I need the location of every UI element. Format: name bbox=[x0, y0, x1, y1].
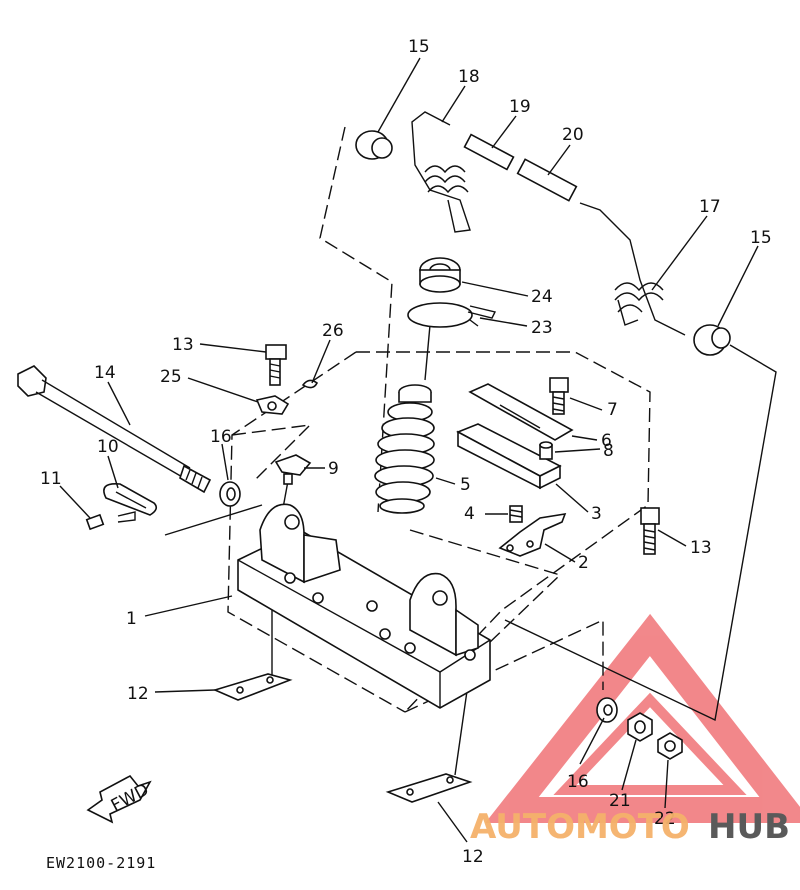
washer-part-16-right bbox=[596, 697, 618, 723]
callout-15-right: 15 bbox=[750, 228, 772, 248]
callout-21: 21 bbox=[609, 791, 631, 811]
callout-10: 10 bbox=[97, 437, 119, 457]
callout-14: 14 bbox=[94, 363, 116, 383]
callout-5: 5 bbox=[460, 475, 471, 495]
callout-6: 6 bbox=[601, 431, 612, 451]
bolt-part-13-right bbox=[640, 507, 660, 555]
callout-3: 3 bbox=[591, 504, 602, 524]
callout-11: 11 bbox=[40, 469, 62, 489]
callout-18: 18 bbox=[458, 67, 480, 87]
callout-2: 2 bbox=[578, 553, 589, 573]
bushing-part-15-left bbox=[355, 130, 393, 160]
cap-part-24 bbox=[419, 257, 461, 293]
callout-20: 20 bbox=[562, 125, 584, 145]
link-part-10 bbox=[103, 482, 158, 516]
bolt-part-13-top bbox=[265, 344, 287, 386]
nut-part-22 bbox=[657, 732, 683, 760]
bracket-part-2 bbox=[498, 512, 567, 557]
callout-1: 1 bbox=[126, 609, 137, 629]
callout-26: 26 bbox=[322, 321, 344, 341]
base-plate-part-1 bbox=[237, 503, 491, 709]
callout-23: 23 bbox=[531, 318, 553, 338]
callout-9: 9 bbox=[328, 459, 339, 479]
spring-part-18 bbox=[411, 111, 471, 233]
callout-16-right: 16 bbox=[567, 772, 589, 792]
bracket-part-9 bbox=[274, 454, 312, 485]
block-part-3 bbox=[456, 423, 562, 490]
long-bolt-part-14 bbox=[17, 365, 212, 494]
tube-part-19 bbox=[463, 133, 515, 171]
callout-8: 8 bbox=[603, 441, 614, 461]
nut-part-21 bbox=[627, 712, 653, 742]
callout-labels: 15 18 19 20 17 15 24 23 13 26 14 25 7 6 … bbox=[40, 37, 772, 867]
bracket-part-25 bbox=[255, 395, 290, 415]
watermark-text-secondary: HUB bbox=[708, 807, 790, 847]
callout-12-left: 12 bbox=[127, 684, 149, 704]
callout-4: 4 bbox=[464, 504, 475, 524]
plate-part-12-bottom bbox=[385, 773, 473, 803]
leader-lines bbox=[59, 57, 759, 843]
callout-7: 7 bbox=[607, 400, 618, 420]
bolt-part-4 bbox=[509, 505, 523, 523]
callout-13-right: 13 bbox=[690, 538, 712, 558]
forward-arrow-icon bbox=[86, 774, 152, 824]
pin-part-11 bbox=[85, 511, 136, 531]
callout-12-bottom: 12 bbox=[462, 847, 484, 867]
spring-part-17 bbox=[579, 202, 686, 336]
callout-15-top-left: 15 bbox=[408, 37, 430, 57]
diagram-code: EW2100-2191 bbox=[46, 854, 156, 872]
clip-part-26 bbox=[301, 379, 319, 389]
bushing-part-15-right bbox=[693, 324, 731, 356]
callout-17: 17 bbox=[699, 197, 721, 217]
watermark-text-primary: AUTOMOTO bbox=[470, 807, 690, 847]
plate-part-6 bbox=[468, 383, 574, 441]
bolt-part-7 bbox=[549, 377, 569, 415]
callout-24: 24 bbox=[531, 287, 553, 307]
callout-25: 25 bbox=[160, 367, 182, 387]
nut-part-8 bbox=[539, 441, 553, 460]
callout-13-top: 13 bbox=[172, 335, 194, 355]
callout-19: 19 bbox=[509, 97, 531, 117]
clamp-part-23 bbox=[407, 302, 497, 328]
tube-part-20 bbox=[516, 158, 578, 202]
watermark-wordmark: AUTOMOTO HUB bbox=[470, 807, 790, 847]
boot-part-5 bbox=[374, 384, 435, 514]
callout-22: 22 bbox=[654, 809, 676, 829]
watermark-logo bbox=[485, 613, 800, 823]
washer-part-16-left bbox=[219, 481, 241, 507]
plate-part-12-left bbox=[212, 673, 293, 701]
callout-16-left: 16 bbox=[210, 427, 232, 447]
